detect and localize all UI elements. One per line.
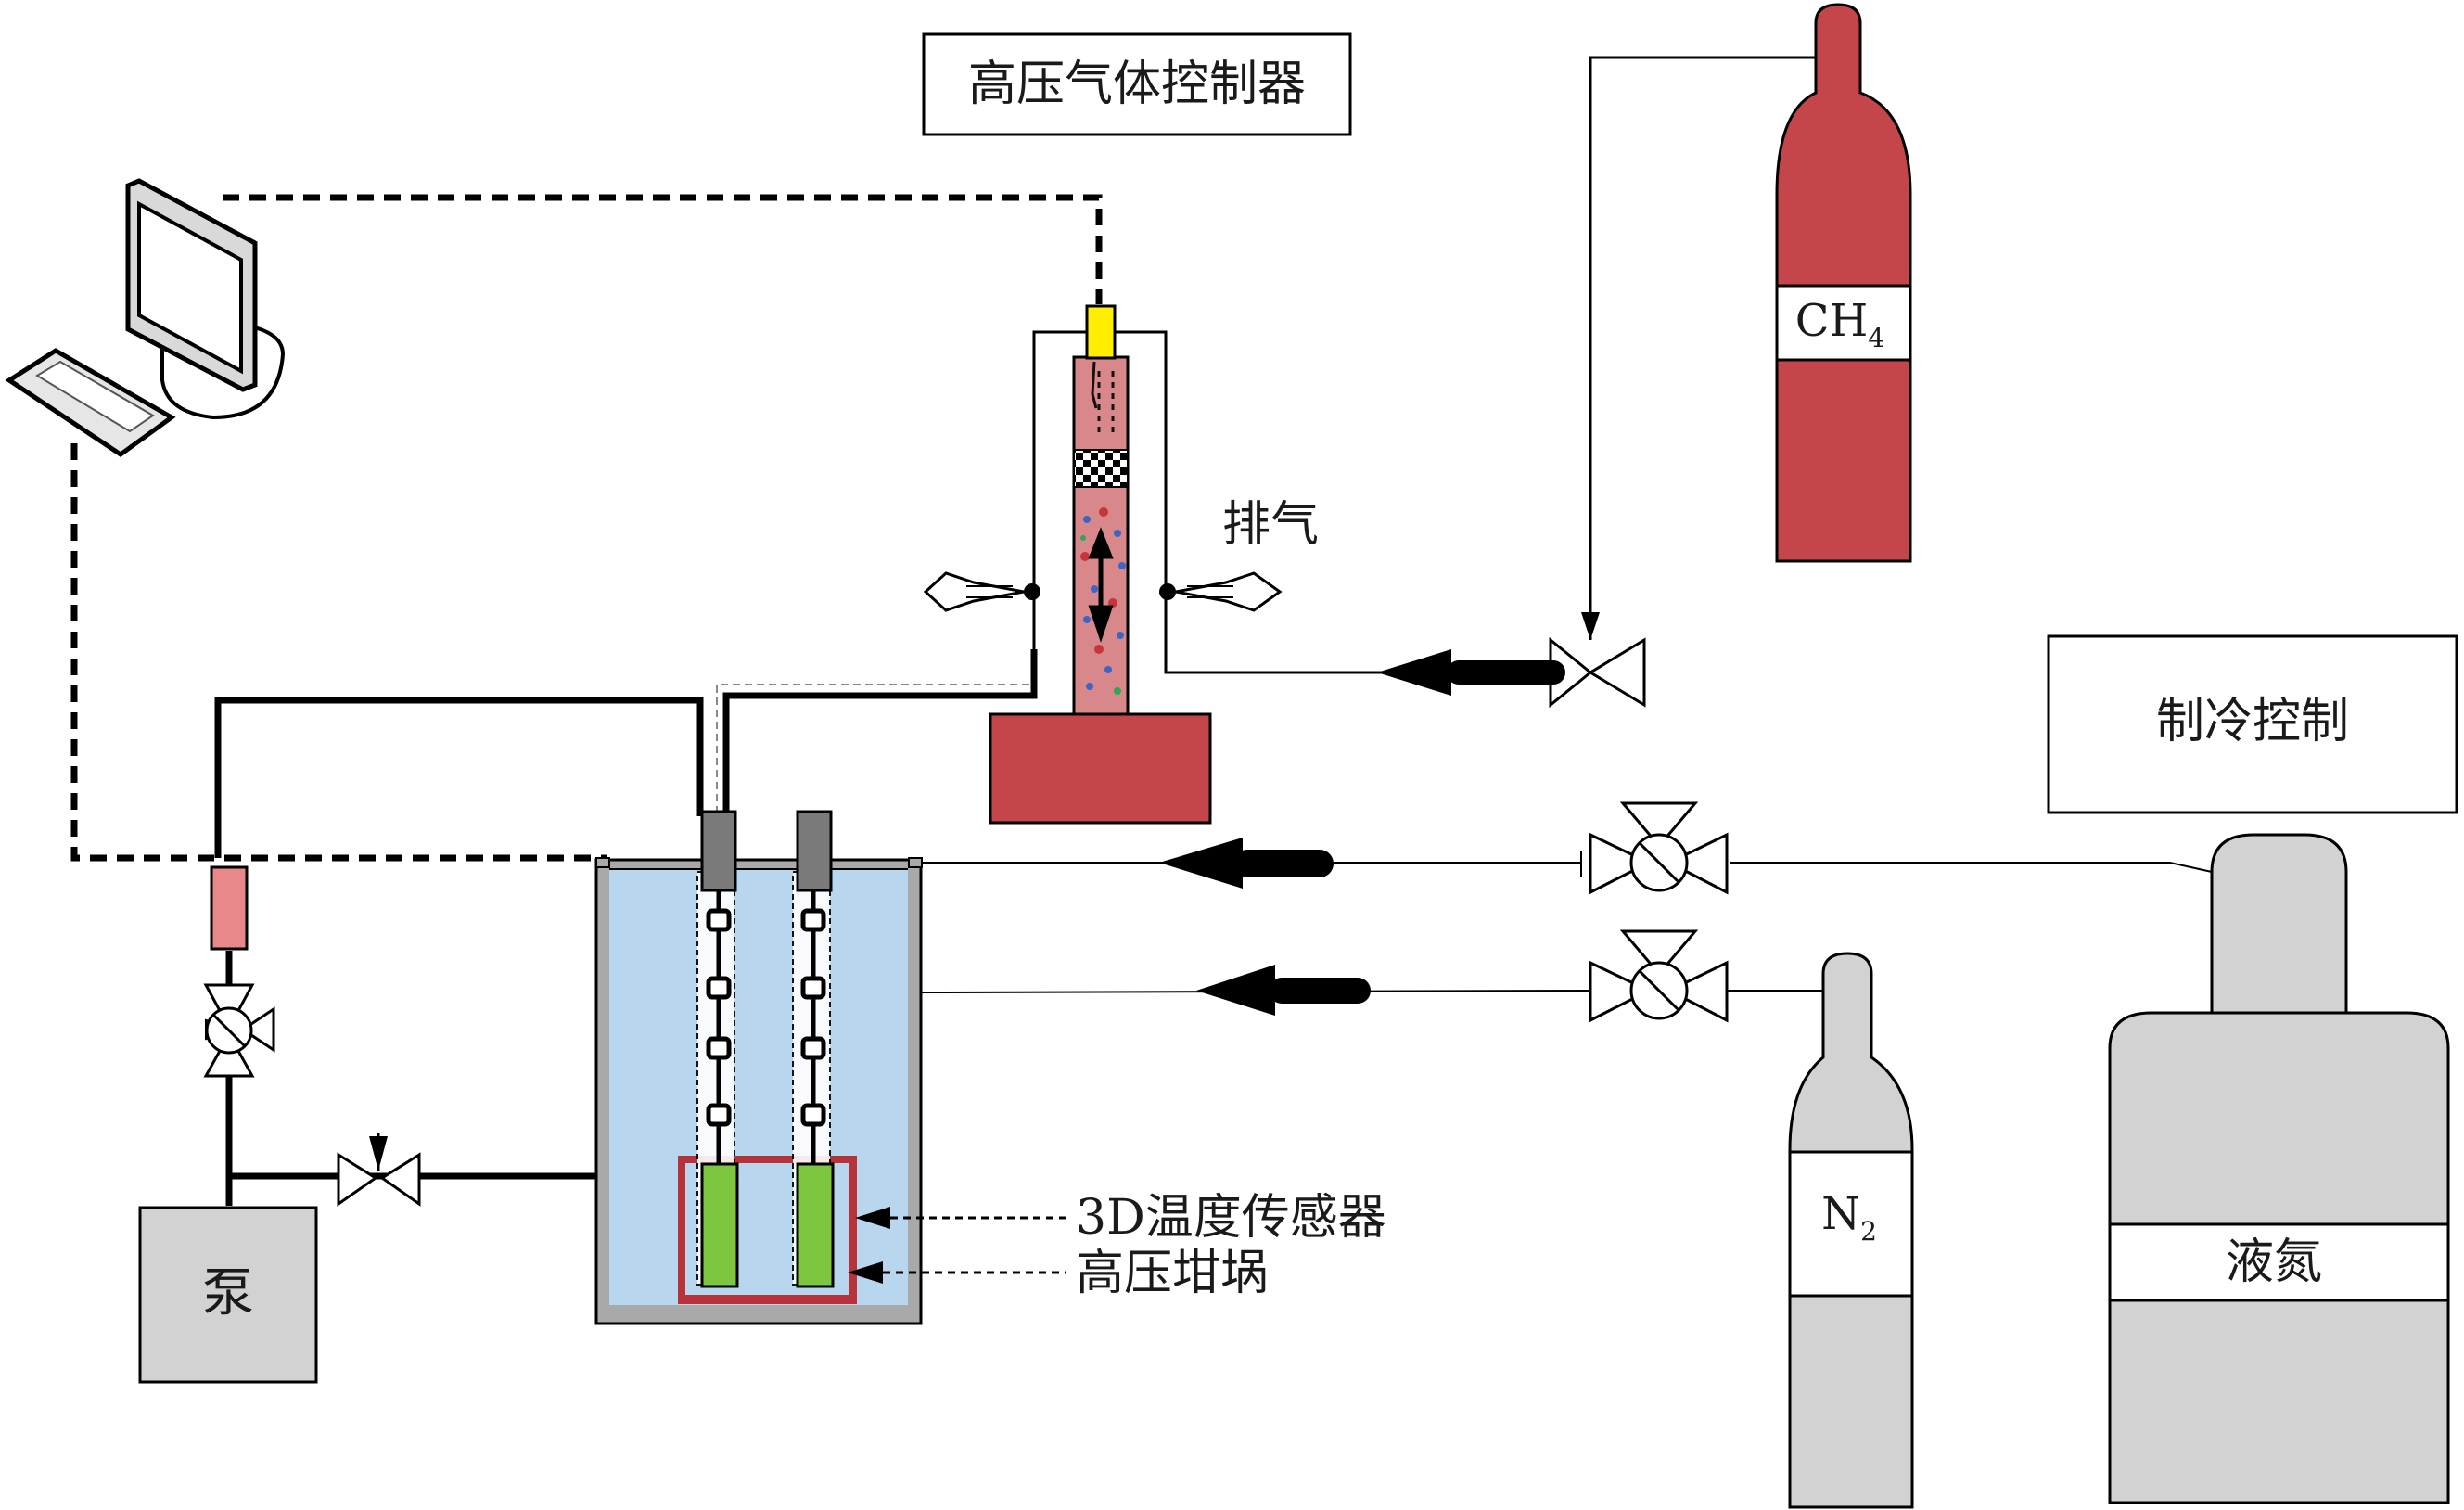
cooling-bath-tank bbox=[594, 857, 923, 1325]
n2-subscript: 2 bbox=[1860, 1216, 1877, 1247]
pressure-gauge bbox=[210, 865, 249, 951]
ch4-valve bbox=[1549, 636, 1646, 709]
connector-yellow bbox=[1085, 304, 1117, 360]
reactor-column bbox=[989, 304, 1212, 825]
refrigeration-control-label: 制冷控制 bbox=[2156, 694, 2349, 749]
refrigeration-control-box: 制冷控制 bbox=[2047, 634, 2458, 814]
n2-supply-arrow bbox=[1196, 965, 1371, 1016]
column-base bbox=[989, 712, 1212, 825]
pump-side-valve bbox=[203, 983, 275, 1078]
crucible-pointer bbox=[848, 1261, 1066, 1284]
gas-pipe-to-cell bbox=[722, 649, 1038, 816]
exhaust-outlet-right bbox=[1159, 571, 1283, 612]
crucible-label: 高压坩埚 bbox=[1076, 1246, 1269, 1301]
liquid-nitrogen-label: 液氮 bbox=[2226, 1235, 2322, 1290]
n2-valve bbox=[1589, 929, 1729, 1023]
signal-lines bbox=[70, 194, 1103, 862]
pump-label: 泵 bbox=[202, 1263, 254, 1324]
porous-plate bbox=[1073, 449, 1129, 488]
svg-text:N2: N2 bbox=[1821, 1188, 1877, 1247]
gas-controller-box: 高压气体控制器 bbox=[922, 32, 1352, 136]
gas-controller-label: 高压气体控制器 bbox=[968, 57, 1306, 112]
pressure-cells bbox=[678, 810, 857, 1304]
pump-box: 泵 bbox=[138, 1206, 318, 1384]
ch4-supply-arrow bbox=[1377, 649, 1565, 696]
ch4-cylinder: CH4 bbox=[1775, 3, 1912, 563]
ch4-line bbox=[1589, 56, 1816, 640]
exhaust-label: 排气 bbox=[1222, 497, 1319, 553]
ch4-subscript: 4 bbox=[1868, 323, 1884, 353]
n2-cylinder: N2 bbox=[1788, 952, 1914, 1509]
sensor-label: 3D温度传感器 bbox=[1076, 1190, 1386, 1246]
n2-label: N bbox=[1821, 1188, 1860, 1240]
ln2-valve bbox=[1589, 801, 1729, 895]
computer-icon bbox=[5, 178, 286, 458]
ch4-label: CH bbox=[1795, 295, 1869, 347]
svg-text:CH4: CH4 bbox=[1795, 295, 1884, 353]
bath-valve bbox=[337, 1133, 421, 1207]
exhaust-outlet-left bbox=[923, 571, 1040, 612]
sensor-pointer bbox=[855, 1207, 1066, 1229]
pump-return-pipe bbox=[214, 697, 704, 858]
ln2-supply-arrow bbox=[1159, 838, 1334, 889]
liquid-nitrogen-tank: 液氮 bbox=[2108, 833, 2450, 1504]
